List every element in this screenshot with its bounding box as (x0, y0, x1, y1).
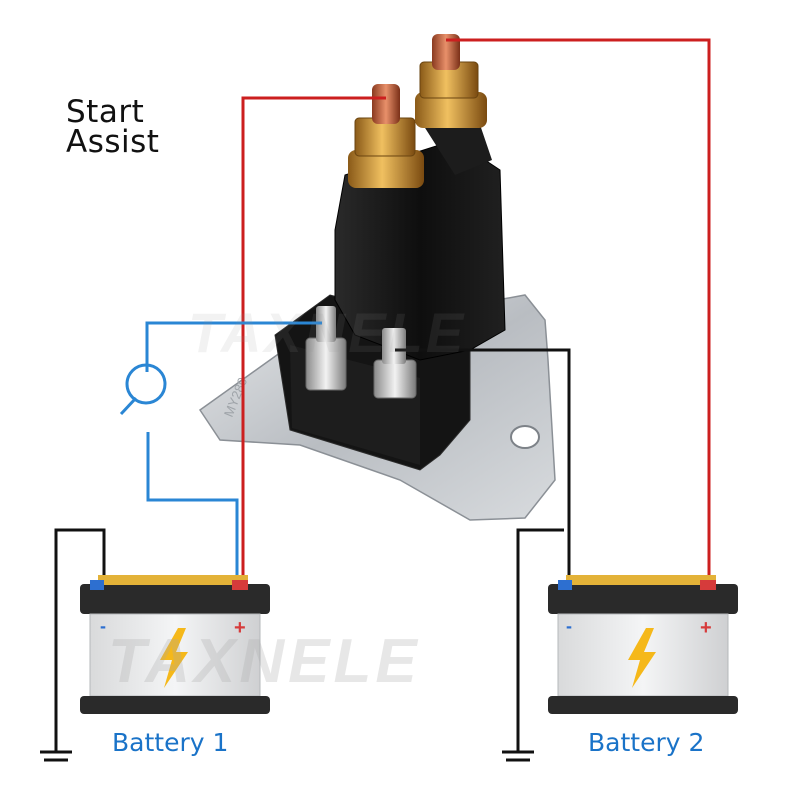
relay-small-terminal-1 (305, 306, 347, 391)
relay-small-terminal-2 (373, 328, 417, 399)
lightning-bolt-icon (160, 628, 188, 688)
lightning-bolt-icon (628, 628, 656, 688)
battery2-negative-terminal (558, 580, 572, 590)
ground-symbol-1 (40, 750, 72, 762)
battery-1: - + (80, 575, 270, 714)
ground-symbol-2 (502, 750, 534, 762)
mounting-hole (510, 425, 540, 449)
battery1-positive-terminal (232, 580, 248, 590)
battery2-negative-sign: - (566, 616, 572, 636)
battery2-positive-sign: + (700, 617, 712, 639)
positive-wire-battery2 (446, 38, 711, 590)
relay-solenoid: MY280 (198, 34, 556, 521)
switch-wire-top (145, 321, 322, 372)
positive-wire-battery1 (241, 96, 386, 590)
battery1-label: Battery 1 (112, 728, 229, 757)
ground-wire-battery2 (516, 528, 564, 752)
coil-ground-wire (395, 348, 571, 590)
title-line-1: Start (66, 94, 145, 130)
relay-large-terminal-2 (415, 34, 487, 128)
watermark-top: TAXNELE (188, 301, 467, 364)
battery1-negative-sign: - (100, 616, 106, 636)
switch-wire-bottom (146, 432, 239, 590)
battery1-positive-sign: + (234, 617, 246, 639)
battery-2: - + (548, 575, 738, 714)
switch-symbol (119, 363, 167, 416)
battery1-negative-terminal (90, 580, 104, 590)
relay-large-terminal-1 (348, 84, 424, 188)
ground-wire-battery1 (54, 528, 106, 752)
title-line-2: Assist (66, 124, 160, 160)
battery2-label: Battery 2 (588, 728, 705, 757)
battery2-positive-terminal (700, 580, 716, 590)
watermark: TAXNELE (108, 627, 421, 696)
